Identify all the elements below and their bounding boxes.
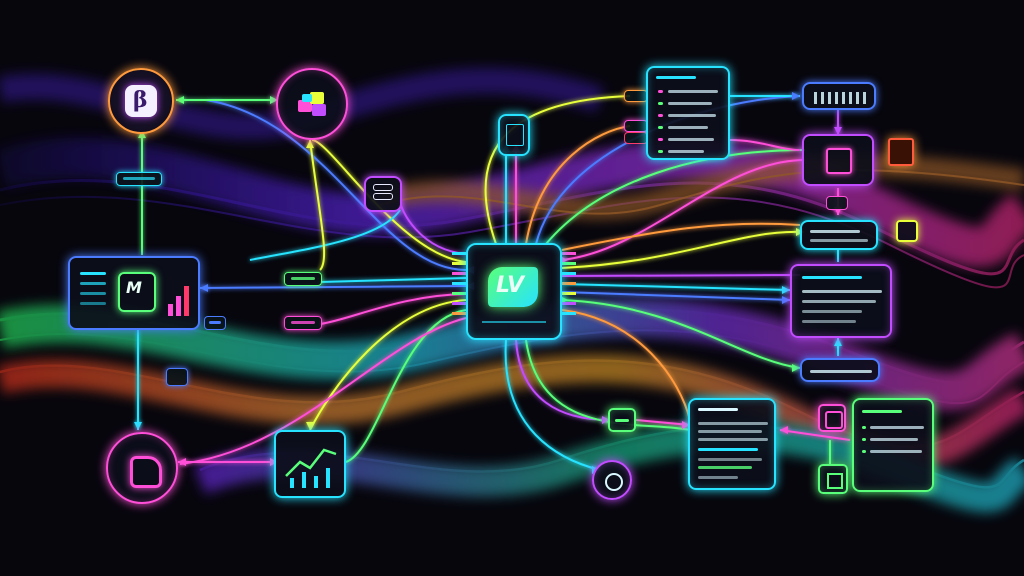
database-node[interactable]	[364, 176, 402, 212]
monitor-panel[interactable]: M	[68, 256, 200, 330]
label-chip-1	[116, 172, 162, 186]
cpu-icon	[827, 473, 843, 489]
code-chip-node[interactable]	[608, 408, 636, 432]
hub-label: LV	[496, 273, 525, 298]
cubes-node[interactable]	[276, 68, 348, 140]
monitor-label: M	[126, 278, 142, 297]
monitor-icon	[118, 272, 156, 312]
info-card-2[interactable]	[800, 358, 880, 382]
label-chip-2	[284, 272, 322, 286]
text-panel-right[interactable]	[790, 264, 892, 338]
hub-underline	[482, 321, 546, 323]
document-node[interactable]	[498, 114, 530, 156]
list-panel[interactable]	[688, 398, 776, 490]
label-chip-3	[284, 316, 322, 330]
connector-chip-2	[624, 120, 648, 132]
tag-icon[interactable]	[166, 368, 188, 386]
label-chip-5	[826, 196, 848, 210]
beta-logo-icon	[125, 85, 157, 117]
central-hub[interactable]: LV	[466, 243, 562, 340]
checklist-panel[interactable]	[852, 398, 934, 492]
chart-node[interactable]	[274, 430, 346, 498]
hub-logo-icon	[488, 267, 538, 307]
label-chip-4	[204, 316, 226, 330]
router-node[interactable]	[106, 432, 178, 504]
cubes-icon	[298, 92, 328, 118]
document-icon	[506, 124, 524, 146]
database-icon	[373, 184, 393, 204]
flow-icon-node[interactable]	[818, 404, 846, 432]
mask-icon[interactable]	[896, 220, 918, 242]
cpu-node[interactable]	[818, 464, 848, 494]
connection-lines	[137, 95, 851, 471]
shopping-bag-node[interactable]	[802, 134, 874, 186]
beta-logo-node[interactable]: β	[108, 68, 174, 134]
shopping-bag-icon	[826, 148, 852, 174]
connector-chip-1	[624, 90, 648, 102]
code-panel-top[interactable]	[646, 66, 730, 160]
info-card-1[interactable]	[800, 220, 878, 250]
bar-chart-icon	[168, 280, 194, 316]
binary-display[interactable]	[802, 82, 876, 110]
share-icon	[605, 473, 623, 491]
hub-pins	[452, 252, 576, 315]
router-icon	[130, 456, 162, 488]
connector-chip-3	[624, 132, 648, 144]
cube-icon[interactable]	[888, 138, 914, 166]
beta-logo-label: β	[133, 87, 148, 113]
share-node[interactable]	[592, 460, 632, 500]
chart-icon	[285, 448, 337, 488]
